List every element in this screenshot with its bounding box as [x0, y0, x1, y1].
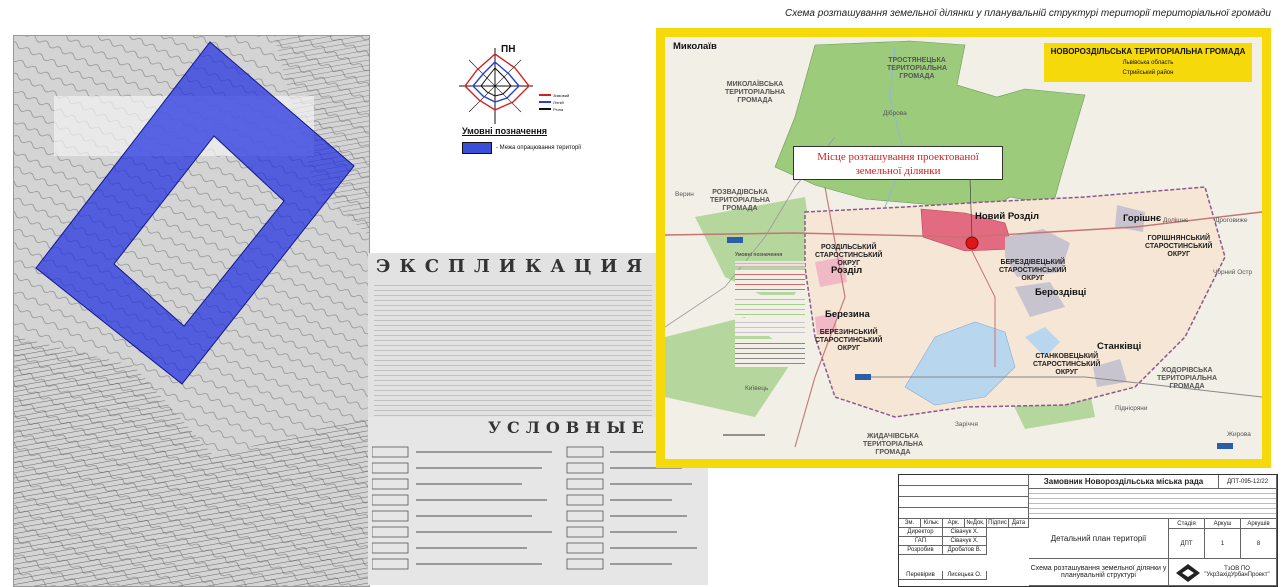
topographic-scan	[13, 35, 370, 587]
document-code: ДПТ-095-12/22	[1219, 475, 1277, 489]
label-novyi-rozdil: Новий Розділ	[975, 211, 1040, 222]
wind-rose: ПН Зимовий Літній Річна	[455, 40, 590, 128]
boundary-label: - Межа опрацювання території	[496, 145, 582, 151]
company-logo-icon	[1176, 564, 1200, 582]
col-sheet: Арк.	[943, 519, 965, 528]
label-zarichne: Заріччя	[955, 421, 978, 428]
project-site-callout: Місце розташування проектованої земельно…	[793, 146, 1003, 180]
conventions-symbols	[372, 446, 702, 570]
explication-title: ЭКСПЛИКАЦИЯ	[376, 256, 652, 277]
project-site-marker	[965, 236, 979, 250]
col-date: Дата	[1009, 519, 1029, 528]
client-name: Замовник Новороздільська міська рада	[1029, 475, 1219, 489]
label-chornyi-ostriv: Чорний Остр	[1213, 269, 1253, 276]
label-drohovyzhe: Дроговиже	[1215, 217, 1248, 224]
label-horishnianskyi: ГОРІШНЯНСЬКИЙ СТАРОСТИНСЬКИЙ ОКРУГ	[1145, 235, 1213, 258]
label-pidnistriany: Піднісряни	[1115, 405, 1148, 412]
hromada-name: НОВОРОЗДІЛЬСЬКА ТЕРИТОРІАЛЬНА ГРОМАДА	[1050, 47, 1246, 56]
mini-legend-title: Умовні позначення	[735, 252, 783, 258]
sheet-label: Аркуш	[1205, 519, 1241, 529]
label-berezynskyi: БЕРЕЗИНСЬКИЙ СТАРОСТИНСЬКИЙ ОКРУГ	[815, 329, 883, 352]
role-developer: Розробив	[899, 546, 943, 555]
wind-item-summer: Літній	[553, 100, 564, 105]
label-trostianets: ТРОСТЯНЕЦЬКА ТЕРИТОРІАЛЬНА ГРОМАДА	[887, 57, 947, 80]
name-director: Сівачук Х.	[943, 528, 987, 537]
label-horishne: Горішнє	[1123, 213, 1162, 224]
label-mykolaiv: Миколаїв	[673, 41, 717, 52]
label-kyivets: Київець	[745, 385, 769, 392]
stage-label: Стадія	[1169, 519, 1205, 529]
conventions-scan: УСЛОВНЫЕ ОБОЗНАЧЕНИЯ	[368, 417, 708, 585]
left-legend: Умовні позначення - Межа опрацювання тер…	[462, 126, 642, 154]
role-director: Директор	[899, 528, 943, 537]
callout-line-2: земельної ділянки	[855, 165, 941, 177]
label-zhyrova: Жирова	[1227, 431, 1251, 438]
project-description	[1029, 489, 1277, 519]
hromada-title-box: НОВОРОЗДІЛЬСЬКА ТЕРИТОРІАЛЬНА ГРОМАДА Ль…	[1044, 43, 1252, 82]
sheet-value: 1	[1205, 529, 1241, 559]
label-berezyna: Березина	[825, 309, 870, 320]
conventions-title: УСЛОВНЫЕ ОБОЗНАЧЕНИЯ	[488, 418, 708, 437]
company-name: ТзОВ ПО "УкрЗахідУрбанПроект"	[1204, 566, 1270, 578]
document-name: Детальний план території	[1029, 519, 1169, 559]
explication-scan: ЭКСПЛИКАЦИЯ	[368, 253, 658, 423]
col-doc-number: №Док.	[965, 519, 987, 528]
stage-value: ДПТ	[1169, 529, 1205, 559]
col-signature: Підпис	[987, 519, 1009, 528]
hromada-map: НОВОРОЗДІЛЬСЬКА ТЕРИТОРІАЛЬНА ГРОМАДА Ль…	[665, 37, 1262, 459]
project-boundary	[35, 41, 355, 385]
label-rozvadivska: РОЗВАДІВСЬКА ТЕРИТОРІАЛЬНА ГРОМАДА	[710, 189, 770, 212]
col-count: Кільк.	[921, 519, 943, 528]
sheet-title: Схема розташування земельної ділянки у п…	[785, 8, 1271, 19]
explication-text-lines	[374, 281, 652, 419]
boundary-swatch	[462, 142, 492, 154]
label-berezdivtsi: Бероздівці	[1035, 287, 1087, 298]
label-berezdivetskyi: БЕРЕЗДІВЕЦЬКИЙ СТАРОСТИНСЬКИЙ ОКРУГ	[999, 259, 1067, 282]
role-gap: ГАП	[899, 537, 943, 546]
name-developer: Дробатов В.	[943, 546, 987, 555]
label-stankivetskyi: СТАНКОВЕЦЬКИЙ СТАРОСТИНСЬКИЙ ОКРУГ	[1033, 353, 1101, 376]
name-gap: Сівачук Х.	[943, 537, 987, 546]
hromada-raion: Стрийський район	[1122, 70, 1174, 76]
company-block: ТзОВ ПО "УкрЗахідУрбанПроект"	[1169, 559, 1277, 586]
label-rozdil: Розділ	[831, 265, 863, 276]
map-mini-legend: Умовні позначення	[735, 252, 805, 447]
label-dubrova: Діброва	[883, 110, 907, 117]
topo-svg	[14, 36, 369, 586]
wind-item-winter: Зимовий	[553, 93, 569, 98]
label-mykolaivska: МИКОЛАЇВСЬКА ТЕРИТОРІАЛЬНА ГРОМАДА	[725, 81, 785, 104]
title-block: Замовник Новороздільська міська рада ДПТ…	[898, 474, 1278, 587]
label-rozdilskyi: РОЗДІЛЬСЬКИЙ СТАРОСТИНСЬКИЙ ОКРУГ	[815, 244, 883, 267]
drawing-name: Схема розташування земельної ділянки у п…	[1029, 559, 1169, 586]
col-change: Зм.	[899, 519, 921, 528]
label-khodorivska: ХОДОРІВСЬКА ТЕРИТОРІАЛЬНА ГРОМАДА	[1157, 367, 1217, 390]
label-zhydachivska: ЖИДАЧІВСЬКА ТЕРИТОРІАЛЬНА ГРОМАДА	[863, 433, 923, 456]
hromada-oblast: Львівська область	[1122, 60, 1174, 66]
wind-item-annual: Річна	[553, 107, 564, 112]
revision-grid	[899, 475, 1029, 519]
sheets-value: 8	[1241, 529, 1277, 559]
label-stankivtsi: Станківці	[1097, 341, 1142, 352]
name-checker: Лисецька О.	[943, 571, 987, 580]
north-label: ПН	[501, 44, 515, 55]
role-checker: Перевірив	[899, 571, 943, 580]
legend-title: Умовні позначення	[462, 126, 548, 136]
callout-line-1: Місце розташування проектованої	[817, 151, 979, 163]
label-doliane: Долішнє	[1163, 217, 1189, 224]
label-verin: Верин	[675, 191, 694, 198]
sheets-label: Аркушів	[1241, 519, 1277, 529]
